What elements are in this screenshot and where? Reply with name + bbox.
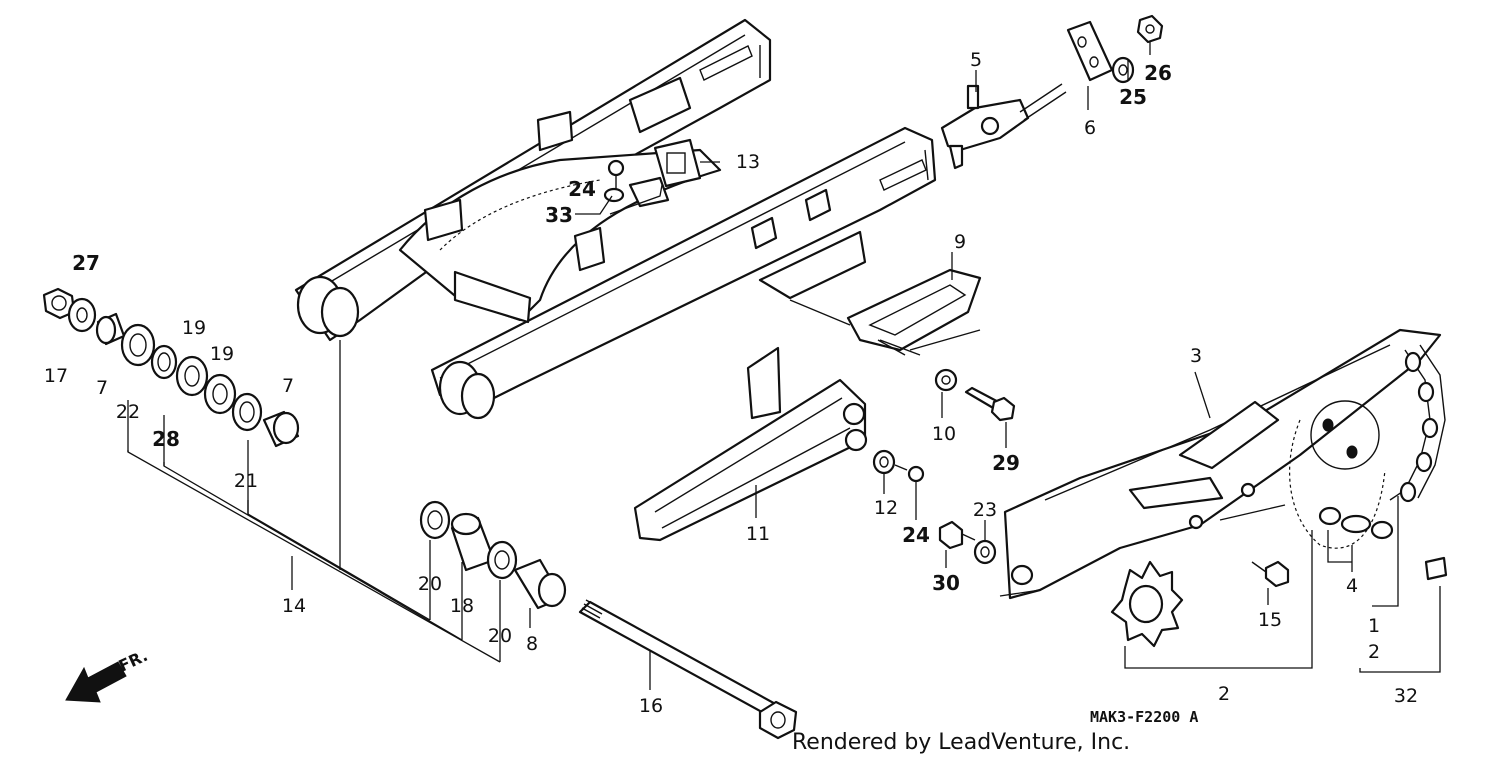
callout-33: 33 — [545, 203, 573, 227]
bolt-15[interactable] — [1251, 560, 1290, 588]
callout-23: 23 — [973, 499, 997, 521]
leader-lines — [127, 42, 1441, 690]
driven-sprocket[interactable] — [1289, 400, 1386, 549]
drive-sprocket[interactable] — [1110, 560, 1184, 648]
callout-24-upper: 24 — [568, 177, 596, 201]
bearing-21[interactable] — [231, 392, 263, 432]
front-direction-arrow: FR. — [65, 646, 151, 703]
callout-21: 21 — [234, 470, 258, 492]
seal-28[interactable] — [150, 344, 178, 380]
callout-17: 17 — [44, 365, 68, 387]
adjuster-washer[interactable] — [1111, 56, 1135, 84]
callout-6: 6 — [1084, 117, 1096, 139]
callout-11: 11 — [746, 523, 770, 545]
bearing-22[interactable] — [120, 323, 156, 367]
callout-19-b: 19 — [210, 343, 234, 365]
bearing-19-a[interactable] — [175, 355, 209, 397]
swingarm[interactable] — [294, 18, 937, 420]
callout-8: 8 — [526, 633, 538, 655]
callout-13: 13 — [736, 151, 760, 173]
bracket-13[interactable] — [628, 138, 702, 208]
callout-15: 15 — [1258, 609, 1282, 631]
collar-10[interactable] — [934, 368, 958, 392]
master-link-4[interactable] — [1318, 506, 1394, 540]
screw-24-lower[interactable] — [894, 464, 925, 483]
callout-28: 28 — [152, 427, 180, 451]
washer-27[interactable] — [67, 297, 97, 333]
collar-7-right[interactable] — [262, 410, 300, 448]
adjuster-nut[interactable] — [1136, 14, 1164, 44]
callout-2-bottom: 2 — [1218, 683, 1230, 705]
callout-10: 10 — [932, 423, 956, 445]
pivot-bolt-16[interactable] — [578, 599, 798, 740]
callout-9: 9 — [954, 231, 966, 253]
chain-slider-9[interactable] — [846, 268, 982, 356]
bearing-20-b[interactable] — [486, 540, 518, 580]
callout-5: 5 — [970, 49, 982, 71]
callout-22: 22 — [116, 401, 140, 423]
callout-18: 18 — [450, 595, 474, 617]
direction-label: FR. — [116, 646, 151, 676]
callout-30: 30 — [932, 571, 960, 595]
credit-text: Rendered by LeadVenture, Inc. — [792, 730, 1130, 755]
callout-16: 16 — [639, 695, 663, 717]
chain-adjuster[interactable] — [940, 83, 1067, 170]
callout-25: 25 — [1119, 85, 1147, 109]
callout-29: 29 — [992, 451, 1020, 475]
label-32[interactable] — [1424, 556, 1448, 581]
callout-26: 26 — [1144, 61, 1172, 85]
drive-chain[interactable] — [1389, 344, 1446, 503]
callout-27: 27 — [72, 251, 100, 275]
bearing-19-b[interactable] — [203, 373, 237, 415]
collar-7-left[interactable] — [95, 312, 126, 346]
callout-20-a: 20 — [418, 573, 442, 595]
callout-19-a: 19 — [182, 317, 206, 339]
bolt-30[interactable] — [938, 520, 976, 550]
callout-3: 3 — [1190, 345, 1202, 367]
collar-12[interactable] — [872, 449, 896, 475]
bearing-18[interactable] — [450, 512, 496, 572]
chain-case-3[interactable] — [1003, 328, 1442, 600]
callout-labels: 5 6 25 26 13 24 33 27 17 7 19 19 7 22 28… — [44, 49, 1418, 717]
callout-7-left: 7 — [96, 377, 108, 399]
callout-14: 14 — [282, 595, 306, 617]
washer-23[interactable] — [973, 539, 997, 565]
callout-4: 4 — [1346, 575, 1358, 597]
bolt-29[interactable] — [964, 386, 1016, 422]
screw-24-upper[interactable] — [603, 159, 625, 203]
callout-24-lower: 24 — [902, 523, 930, 547]
callout-12: 12 — [874, 497, 898, 519]
callout-7-right: 7 — [282, 375, 294, 397]
diagram-code: MAK3-F2200 A — [1090, 708, 1198, 726]
callout-1: 1 — [1368, 615, 1380, 637]
bearing-20-a[interactable] — [419, 500, 451, 540]
chain-guide-11[interactable] — [633, 346, 868, 542]
callout-2-right: 2 — [1368, 641, 1380, 663]
adjuster-plate[interactable] — [1066, 20, 1114, 82]
callout-32: 32 — [1394, 685, 1418, 707]
collar-8[interactable] — [513, 558, 567, 610]
callout-20-b: 20 — [488, 625, 512, 647]
